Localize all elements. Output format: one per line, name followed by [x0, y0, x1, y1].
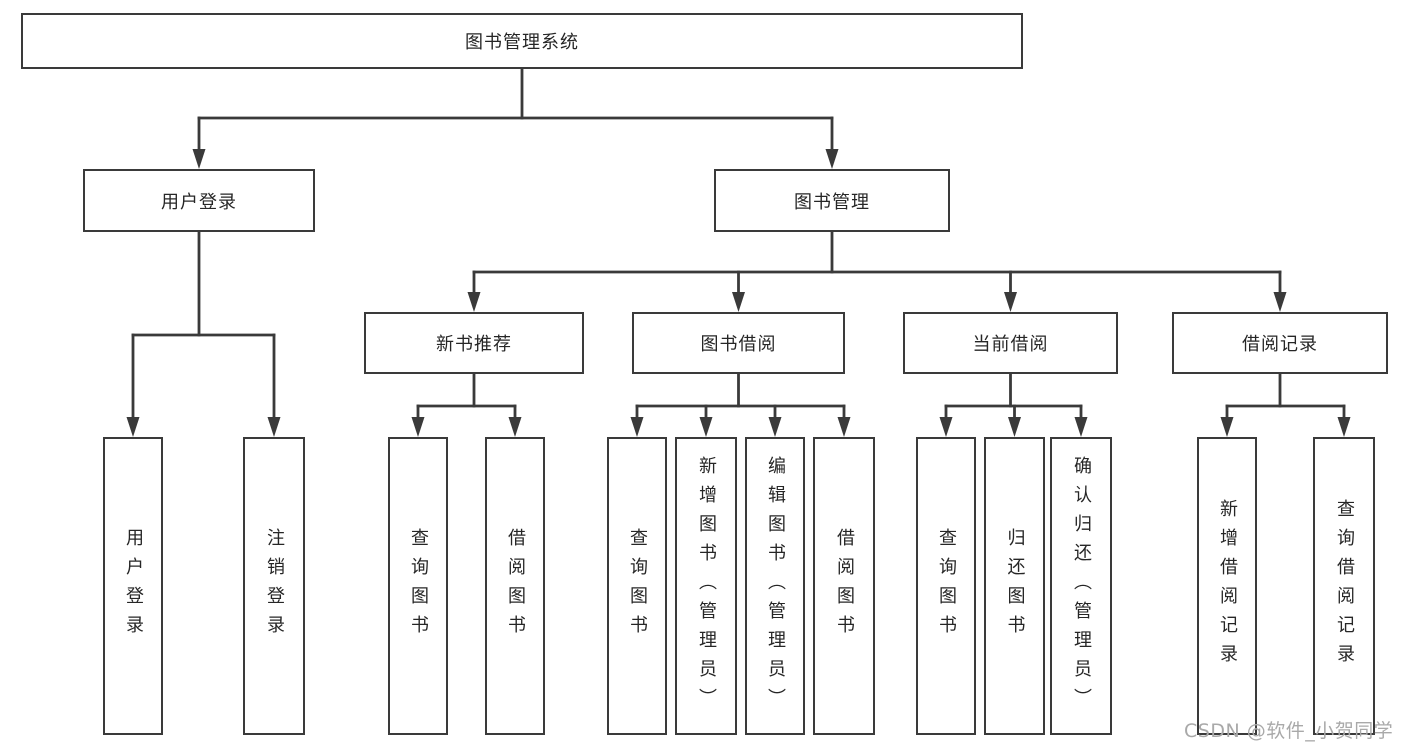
node-label: 编辑图书（管理员） — [765, 455, 786, 717]
node-label: 查询图书 — [627, 528, 648, 644]
leaf-add-borrow-record: 新增借阅记录 — [1197, 437, 1257, 735]
node-new-book-recommend: 新书推荐 — [364, 312, 584, 374]
leaf-query-books-current: 查询图书 — [916, 437, 976, 735]
leaf-query-borrow-record: 查询借阅记录 — [1313, 437, 1375, 735]
node-label: 新书推荐 — [436, 334, 512, 355]
node-label: 注销登录 — [264, 528, 285, 644]
leaf-add-books-admin: 新增图书（管理员） — [675, 437, 737, 735]
node-label: 新增借阅记录 — [1217, 499, 1238, 673]
node-label: 借阅图书 — [505, 528, 526, 644]
node-label: 借阅记录 — [1242, 334, 1318, 355]
leaf-borrow-books-recommend: 借阅图书 — [485, 437, 545, 735]
node-label: 用户登录 — [123, 528, 144, 644]
node-book-management: 图书管理 — [714, 169, 950, 232]
leaf-confirm-return-admin: 确认归还（管理员） — [1050, 437, 1112, 735]
node-label: 确认归还（管理员） — [1071, 455, 1092, 717]
node-library-management-system: 图书管理系统 — [21, 13, 1023, 69]
node-label: 查询图书 — [936, 528, 957, 644]
leaf-edit-books-admin: 编辑图书（管理员） — [745, 437, 805, 735]
leaf-user-login: 用户登录 — [103, 437, 163, 735]
node-user-login: 用户登录 — [83, 169, 315, 232]
leaf-logout: 注销登录 — [243, 437, 305, 735]
node-label: 归还图书 — [1004, 528, 1026, 644]
arrowheads — [126, 149, 1351, 437]
leaf-query-books-borrowing: 查询图书 — [607, 437, 667, 735]
leaf-return-books: 归还图书 — [984, 437, 1045, 735]
node-label: 当前借阅 — [972, 334, 1049, 355]
node-current-borrowing: 当前借阅 — [903, 312, 1118, 374]
node-label: 新增图书（管理员） — [696, 455, 717, 717]
node-label: 查询图书 — [408, 528, 429, 644]
node-label: 图书管理系统 — [465, 32, 579, 53]
node-label: 图书管理 — [794, 191, 870, 213]
leaf-borrow-books-borrowing: 借阅图书 — [813, 437, 875, 735]
node-label: 查询借阅记录 — [1334, 499, 1355, 673]
node-book-borrowing: 图书借阅 — [632, 312, 845, 374]
node-label: 图书借阅 — [700, 334, 777, 355]
node-label: 用户登录 — [161, 191, 237, 213]
watermark-csdn: CSDN @软件_小贺同学 — [1184, 720, 1394, 742]
leaf-query-books-recommend: 查询图书 — [388, 437, 448, 735]
node-label: 借阅图书 — [834, 528, 855, 644]
node-borrowing-records: 借阅记录 — [1172, 312, 1388, 374]
